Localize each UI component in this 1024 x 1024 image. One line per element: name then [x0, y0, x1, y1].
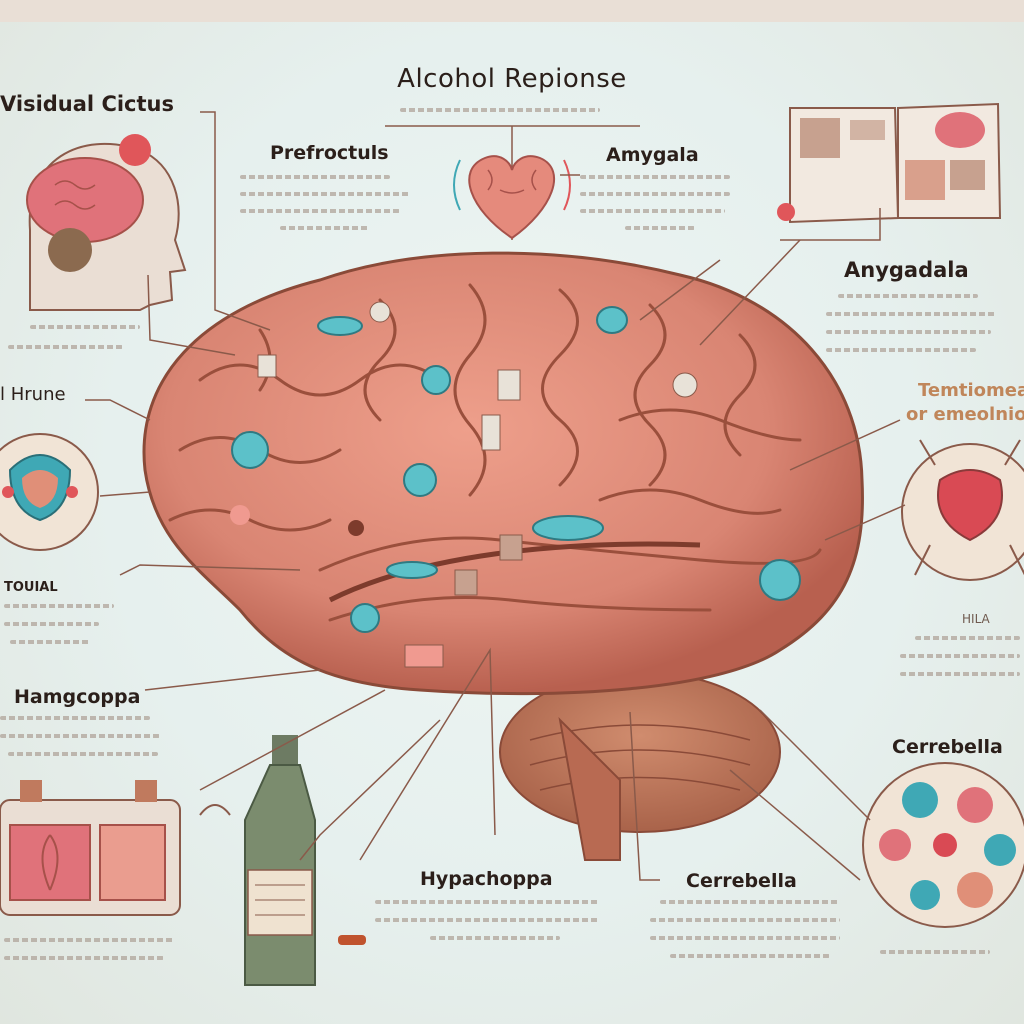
text-texture — [580, 209, 725, 213]
text-texture — [30, 325, 140, 329]
label-tempo-line1: Temtiomea — [918, 380, 1024, 401]
text-texture — [280, 226, 370, 230]
text-texture — [915, 636, 1020, 640]
pill-icon — [338, 935, 366, 945]
text-texture — [4, 938, 174, 942]
text-texture — [10, 640, 90, 644]
label-cerebella-bottom: Cerrebella — [686, 870, 797, 892]
text-texture — [625, 226, 695, 230]
text-texture — [4, 604, 114, 608]
text-texture — [826, 330, 991, 334]
label-hrune: l Hrune — [0, 384, 66, 405]
small-arc-icon — [199, 804, 231, 816]
label-hila: HILA — [962, 612, 990, 626]
text-texture — [670, 954, 830, 958]
text-texture — [900, 654, 1020, 658]
text-texture — [430, 936, 560, 940]
text-texture — [240, 175, 390, 179]
head-profile-icon — [26, 134, 187, 311]
text-texture — [580, 175, 730, 179]
text-texture — [660, 900, 840, 904]
text-texture — [400, 108, 600, 112]
text-texture — [8, 752, 158, 756]
text-texture — [838, 294, 978, 298]
label-hypachoppa: Hypachoppa — [420, 868, 553, 890]
brain — [142, 251, 864, 696]
cell-cluster-circle-icon — [862, 762, 1024, 928]
text-texture — [240, 192, 410, 196]
label-visual-cortex: Visidual Cictus — [0, 92, 174, 116]
leader-lines — [85, 111, 906, 881]
organ-box-icon — [0, 780, 181, 916]
text-texture — [826, 312, 996, 316]
mini-brain-icon — [453, 155, 571, 240]
label-cerebella-right: Cerrebella — [892, 736, 1003, 758]
label-touial: TOUIAL — [4, 580, 58, 595]
label-amygdala-right: Anygadala — [844, 258, 969, 282]
label-hamgcoppa: Hamgcoppa — [14, 686, 141, 708]
text-texture — [650, 936, 840, 940]
label-tempo-line2: or emeolnio — [906, 404, 1024, 425]
text-texture — [375, 918, 600, 922]
cerebellum — [499, 671, 781, 861]
text-texture — [0, 734, 160, 738]
text-texture — [826, 348, 976, 352]
label-amygdala-top: Amygala — [606, 144, 699, 166]
text-texture — [880, 950, 990, 954]
text-texture — [0, 716, 150, 720]
bottle-icon — [244, 735, 316, 986]
amygdala-circle-icon — [901, 439, 1024, 581]
brain-slice-circle-icon — [0, 433, 99, 551]
text-texture — [8, 345, 123, 349]
text-texture — [375, 900, 600, 904]
text-texture — [650, 918, 840, 922]
brain-tags — [230, 301, 801, 668]
text-texture — [4, 622, 99, 626]
page-title: Alcohol Repionse — [397, 64, 627, 94]
text-texture — [240, 209, 400, 213]
label-prefrontal: Prefroctuls — [270, 142, 389, 164]
open-book-icon — [777, 102, 1002, 224]
text-texture — [4, 956, 164, 960]
text-texture — [580, 192, 730, 196]
text-texture — [900, 672, 1020, 676]
